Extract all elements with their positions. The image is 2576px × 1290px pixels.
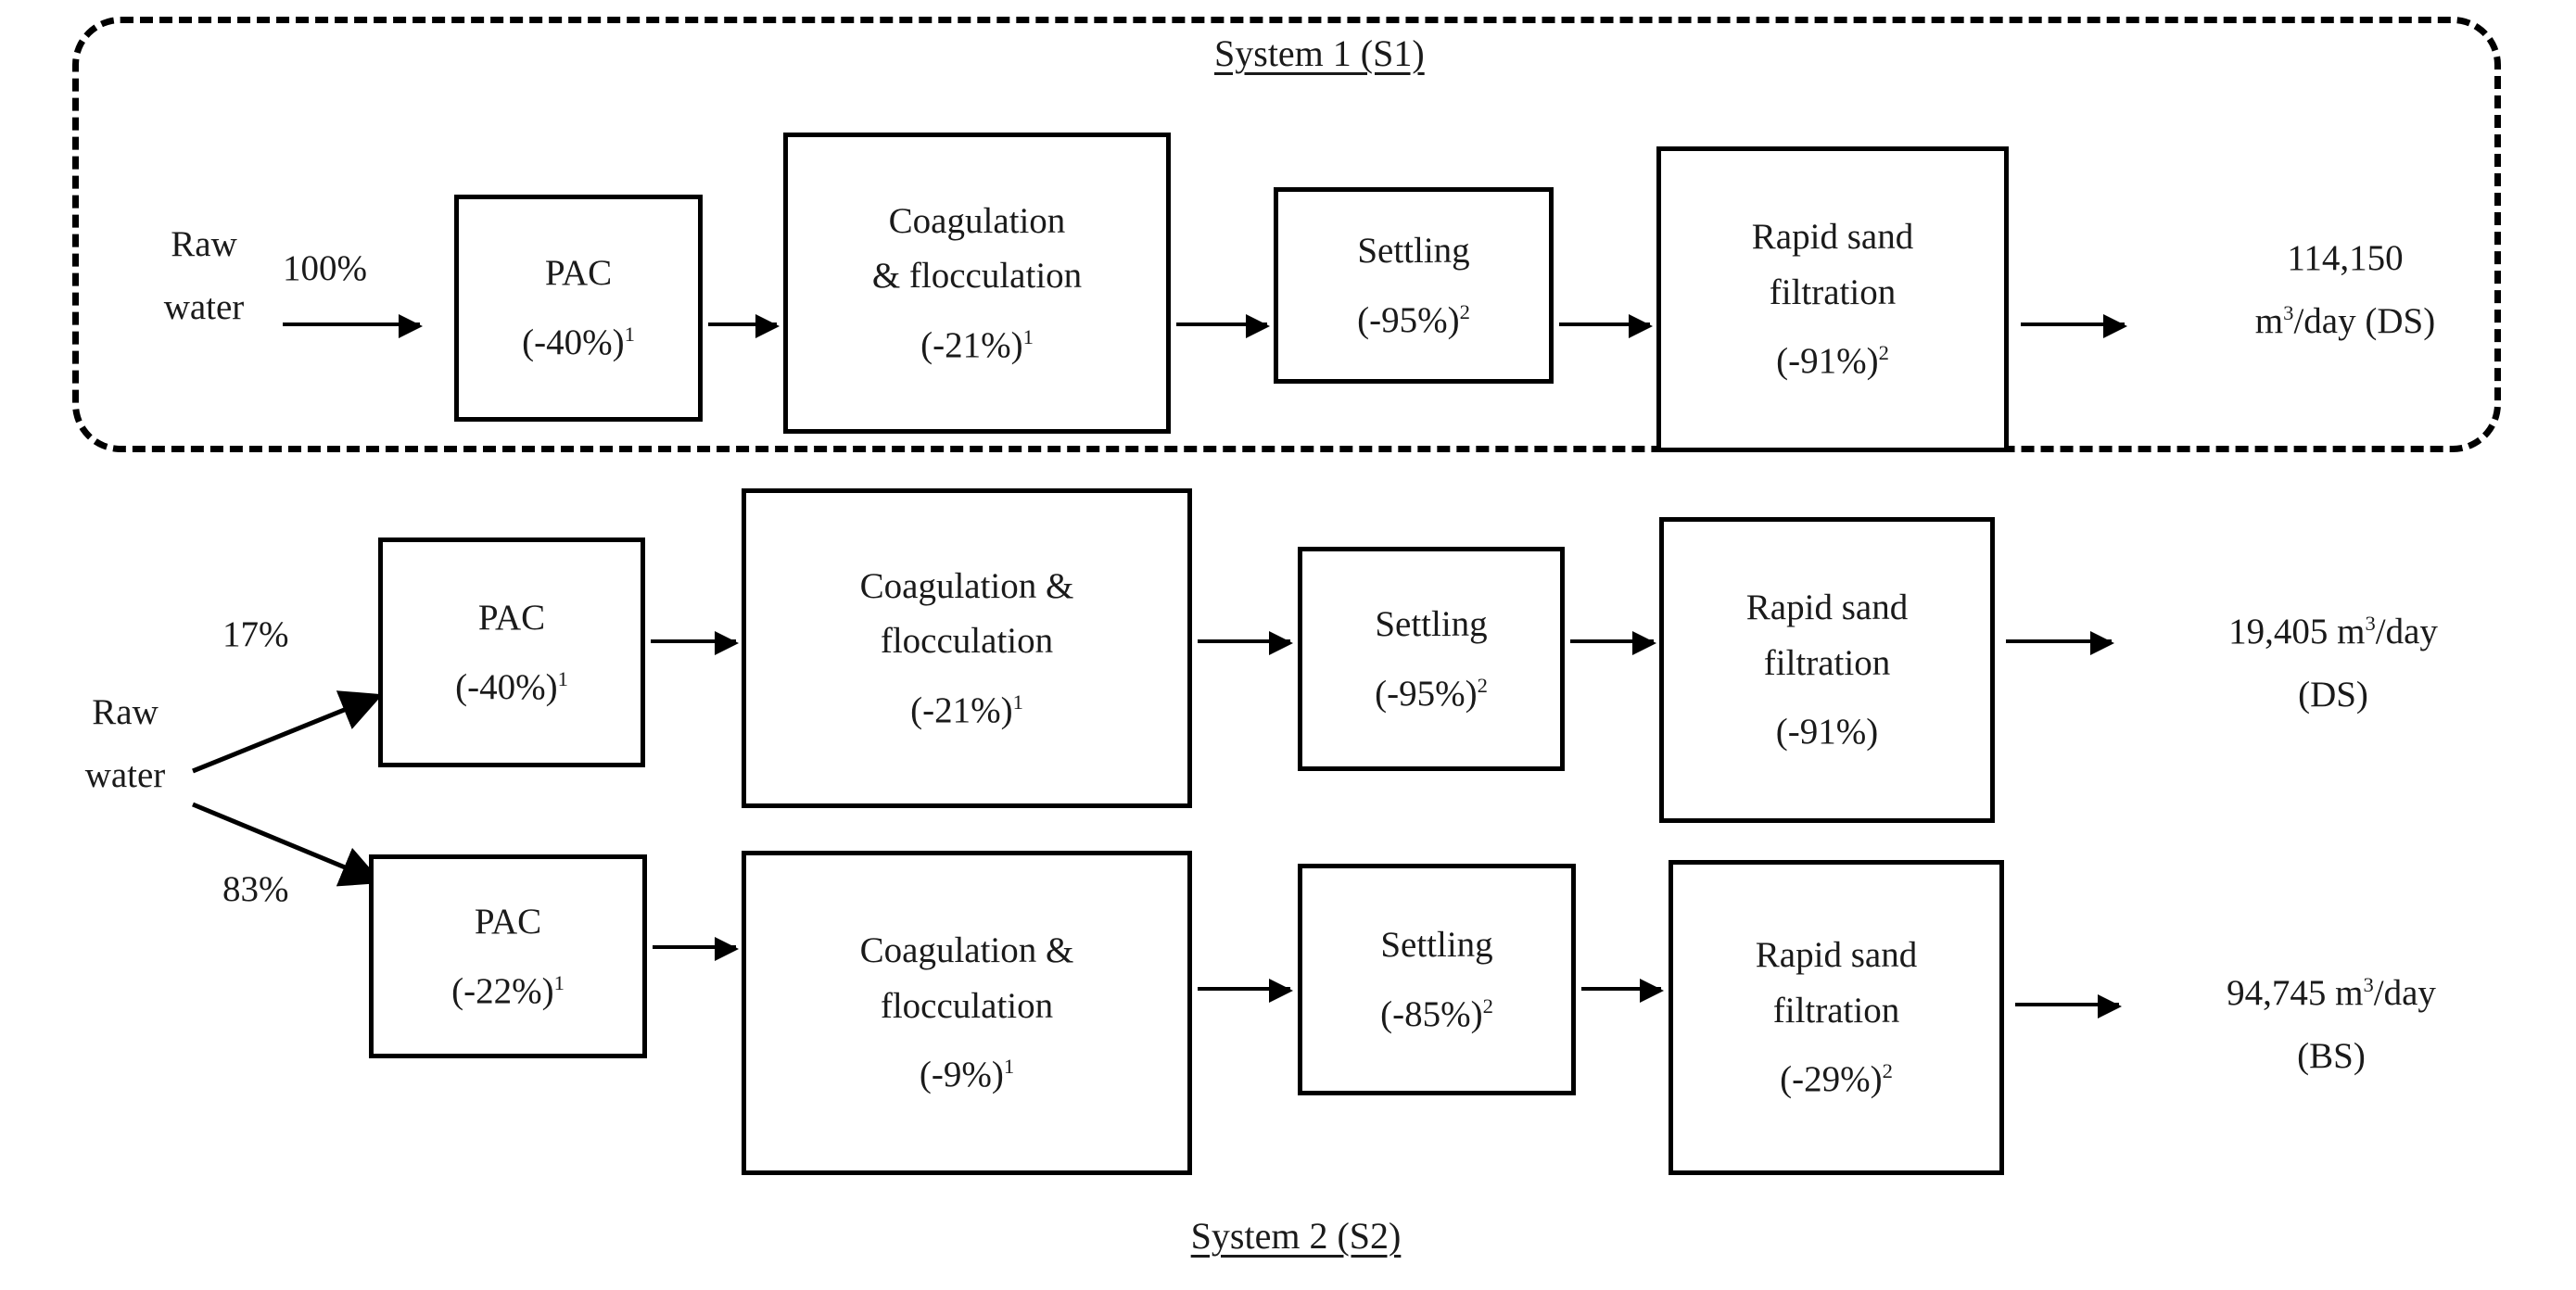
system2-branch1-arrow-filtration-to-output bbox=[2006, 631, 2114, 655]
system2-branch2-filtration-removal: (-29%)2 bbox=[1780, 1059, 1893, 1100]
system1-raw-water-line2: water bbox=[163, 287, 245, 328]
system2-branch2-coagulation-box[interactable]: Coagulation & flocculation (-9%)1 bbox=[742, 851, 1192, 1175]
system1-dashed-border bbox=[72, 17, 2501, 452]
system2-branch2-settling-title: Settling bbox=[1380, 924, 1493, 965]
system2-caption: System 2 (S2) bbox=[1177, 1218, 1415, 1255]
system1-output-unit: m3/day (DS) bbox=[2254, 301, 2436, 342]
system2-branch2-arrow-pac-to-coagulation bbox=[653, 937, 739, 961]
system1-arrow-pac-to-coagulation bbox=[708, 314, 780, 338]
system1-output-label: 114,150 m3/day (DS) bbox=[2178, 227, 2512, 354]
system1-arrow-filtration-to-output bbox=[2021, 314, 2127, 338]
system2-branch2-output-value: 94,745 m3/day bbox=[2227, 973, 2436, 1013]
system2-branch1-pac-removal: (-40%)1 bbox=[455, 666, 568, 707]
system2-branch1-pac-box[interactable]: PAC (-40%)1 bbox=[378, 538, 645, 767]
system1-coagulation-removal: (-21%)1 bbox=[920, 324, 1034, 365]
system2-branch1-coagulation-title-line2: flocculation bbox=[880, 621, 1054, 662]
system2-branch1-output-type: (DS) bbox=[2298, 675, 2368, 715]
system1-coagulation-box[interactable]: Coagulation & flocculation (-21%)1 bbox=[783, 133, 1171, 434]
system2-branch1-percent-label: 17% bbox=[222, 614, 289, 654]
system2-branch2-output-label: 94,745 m3/day (BS) bbox=[2132, 962, 2531, 1089]
system2-branch1-settling-removal: (-95%)2 bbox=[1375, 673, 1488, 714]
system2-branch1-filtration-removal: (-91%) bbox=[1775, 712, 1879, 752]
system1-settling-removal: (-95%)2 bbox=[1357, 299, 1470, 340]
system2-branch2-percent-label: 83% bbox=[222, 869, 289, 909]
system2-branch1-arrow-coagulation-to-settling bbox=[1198, 631, 1293, 655]
system2-branch1-settling-title: Settling bbox=[1375, 603, 1488, 644]
system2-branch1-arrow-settling-to-filtration bbox=[1570, 631, 1656, 655]
system2-branch2-pac-box[interactable]: PAC (-22%)1 bbox=[369, 854, 647, 1058]
system2-branch2-coagulation-title-line2: flocculation bbox=[880, 985, 1054, 1026]
system1-filtration-title-line1: Rapid sand bbox=[1751, 217, 1914, 258]
system1-caption: System 1 (S1) bbox=[1201, 35, 1438, 72]
system2-branch1-filtration-title-line1: Rapid sand bbox=[1745, 588, 1909, 628]
system1-flow-percent-label: 100% bbox=[283, 248, 367, 288]
system2-branch1-filtration-box[interactable]: Rapid sand filtration (-91%) bbox=[1659, 517, 1995, 823]
system2-branch1-coagulation-removal: (-21%)1 bbox=[910, 689, 1023, 730]
system2-branch1-output-label: 19,405 m3/day (DS) bbox=[2134, 601, 2532, 727]
system2-raw-water-line1: Raw bbox=[92, 692, 159, 732]
system2-branch2-filtration-box[interactable]: Rapid sand filtration (-29%)2 bbox=[1669, 860, 2004, 1175]
system1-pac-title: PAC bbox=[544, 253, 613, 294]
system2-branch1-settling-box[interactable]: Settling (-95%)2 bbox=[1298, 547, 1565, 771]
system2-branch2-filtration-title-line1: Rapid sand bbox=[1755, 935, 1918, 976]
system2-branch2-settling-removal: (-85%)2 bbox=[1380, 993, 1493, 1034]
system2-branch2-coagulation-title-line1: Coagulation & bbox=[859, 930, 1074, 971]
system2-branch1-coagulation-box[interactable]: Coagulation & flocculation (-21%)1 bbox=[742, 488, 1192, 808]
system2-branch1-pac-title: PAC bbox=[477, 597, 546, 638]
system2-branch2-arrow-coagulation-to-settling bbox=[1198, 979, 1293, 1003]
system1-pac-removal: (-40%)1 bbox=[522, 322, 635, 363]
system2-raw-water-label: Raw water bbox=[19, 681, 232, 808]
system2-branch2-filtration-title-line2: filtration bbox=[1772, 990, 1900, 1031]
system1-raw-water-label: Raw water bbox=[102, 213, 306, 340]
system1-arrow-source-to-pac bbox=[283, 314, 423, 338]
system2-branch2-arrow-settling-to-filtration bbox=[1581, 979, 1664, 1003]
system1-settling-box[interactable]: Settling (-95%)2 bbox=[1274, 187, 1554, 384]
system2-branch1-filtration-title-line2: filtration bbox=[1763, 642, 1891, 683]
system2-branch2-arrow-filtration-to-output bbox=[2015, 994, 2122, 1018]
system2-branch1-arrow-pac-to-coagulation bbox=[651, 631, 739, 655]
system1-coagulation-title-line2: & flocculation bbox=[871, 256, 1083, 297]
system2-branch2-pac-title: PAC bbox=[474, 901, 542, 942]
system2-branch2-coagulation-removal: (-9%)1 bbox=[919, 1055, 1015, 1095]
system1-filtration-box[interactable]: Rapid sand filtration (-91%)2 bbox=[1656, 146, 2009, 452]
system2-branch1-output-value: 19,405 m3/day bbox=[2228, 612, 2438, 651]
system2-branch1-coagulation-title-line1: Coagulation & bbox=[859, 565, 1074, 606]
system2-branch2-settling-box[interactable]: Settling (-85%)2 bbox=[1298, 864, 1576, 1095]
system1-settling-title: Settling bbox=[1357, 230, 1470, 271]
system1-coagulation-title-line1: Coagulation bbox=[888, 200, 1066, 241]
system2-raw-water-line2: water bbox=[84, 755, 166, 796]
system1-raw-water-line1: Raw bbox=[171, 224, 237, 264]
system1-filtration-title-line2: filtration bbox=[1769, 272, 1897, 312]
system1-output-value: 114,150 bbox=[2287, 238, 2404, 278]
system2-branch2-pac-removal: (-22%)1 bbox=[451, 970, 565, 1011]
system1-pac-box[interactable]: PAC (-40%)1 bbox=[454, 195, 703, 422]
system2-branch2-output-type: (BS) bbox=[2297, 1036, 2366, 1077]
system1-arrow-settling-to-filtration bbox=[1559, 314, 1653, 338]
system1-filtration-removal: (-91%)2 bbox=[1776, 341, 1889, 382]
system1-arrow-coagulation-to-settling bbox=[1176, 314, 1270, 338]
